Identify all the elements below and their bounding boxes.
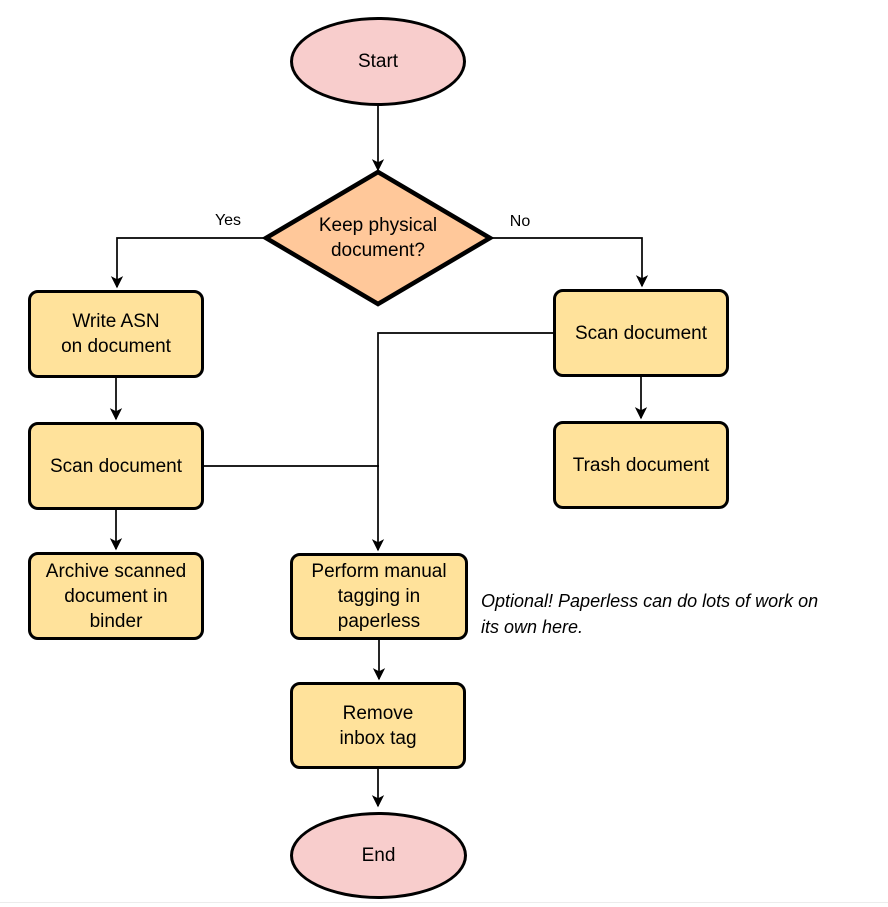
node-trash-document: Trash document bbox=[553, 421, 729, 509]
node-trash-document-label: Trash document bbox=[572, 454, 710, 476]
node-remove-inbox-tag-label: Remove inbox tag bbox=[339, 702, 417, 749]
node-remove-inbox-tag: Remove inbox tag bbox=[290, 682, 466, 769]
node-start: Start bbox=[290, 17, 466, 106]
node-end-label: End bbox=[361, 845, 396, 866]
node-scan-document-left-label: Scan document bbox=[49, 455, 183, 477]
edge-decision-yes bbox=[110, 237, 266, 289]
edge-label-yes: Yes bbox=[214, 212, 242, 229]
node-write-asn-label: Write ASN on document bbox=[61, 311, 171, 357]
node-scan-document-right-label: Scan document bbox=[574, 322, 708, 344]
node-manual-tagging: Perform manual tagging in paperless bbox=[290, 553, 468, 640]
node-scan-document-right: Scan document bbox=[553, 289, 729, 377]
node-archive-binder: Archive scanned document in binder bbox=[28, 552, 204, 640]
node-start-label: Start bbox=[357, 51, 399, 72]
optional-note: Optional! Paperless can do lots of work … bbox=[481, 591, 819, 637]
page-bottom-divider bbox=[0, 902, 888, 903]
edge-label-no: No bbox=[509, 213, 531, 230]
edge-scanright-to-tagging bbox=[371, 332, 553, 552]
node-decision: Keep physical document? bbox=[266, 172, 490, 304]
edge-decision-no bbox=[490, 237, 649, 288]
node-decision-label: Keep physical document? bbox=[318, 215, 438, 261]
decision-diamond-shape bbox=[261, 169, 495, 307]
node-scan-document-left: Scan document bbox=[28, 422, 204, 510]
node-end: End bbox=[290, 812, 467, 899]
node-manual-tagging-label: Perform manual tagging in paperless bbox=[311, 561, 447, 632]
node-write-asn: Write ASN on document bbox=[28, 290, 204, 378]
node-archive-binder-label: Archive scanned document in binder bbox=[45, 560, 187, 632]
